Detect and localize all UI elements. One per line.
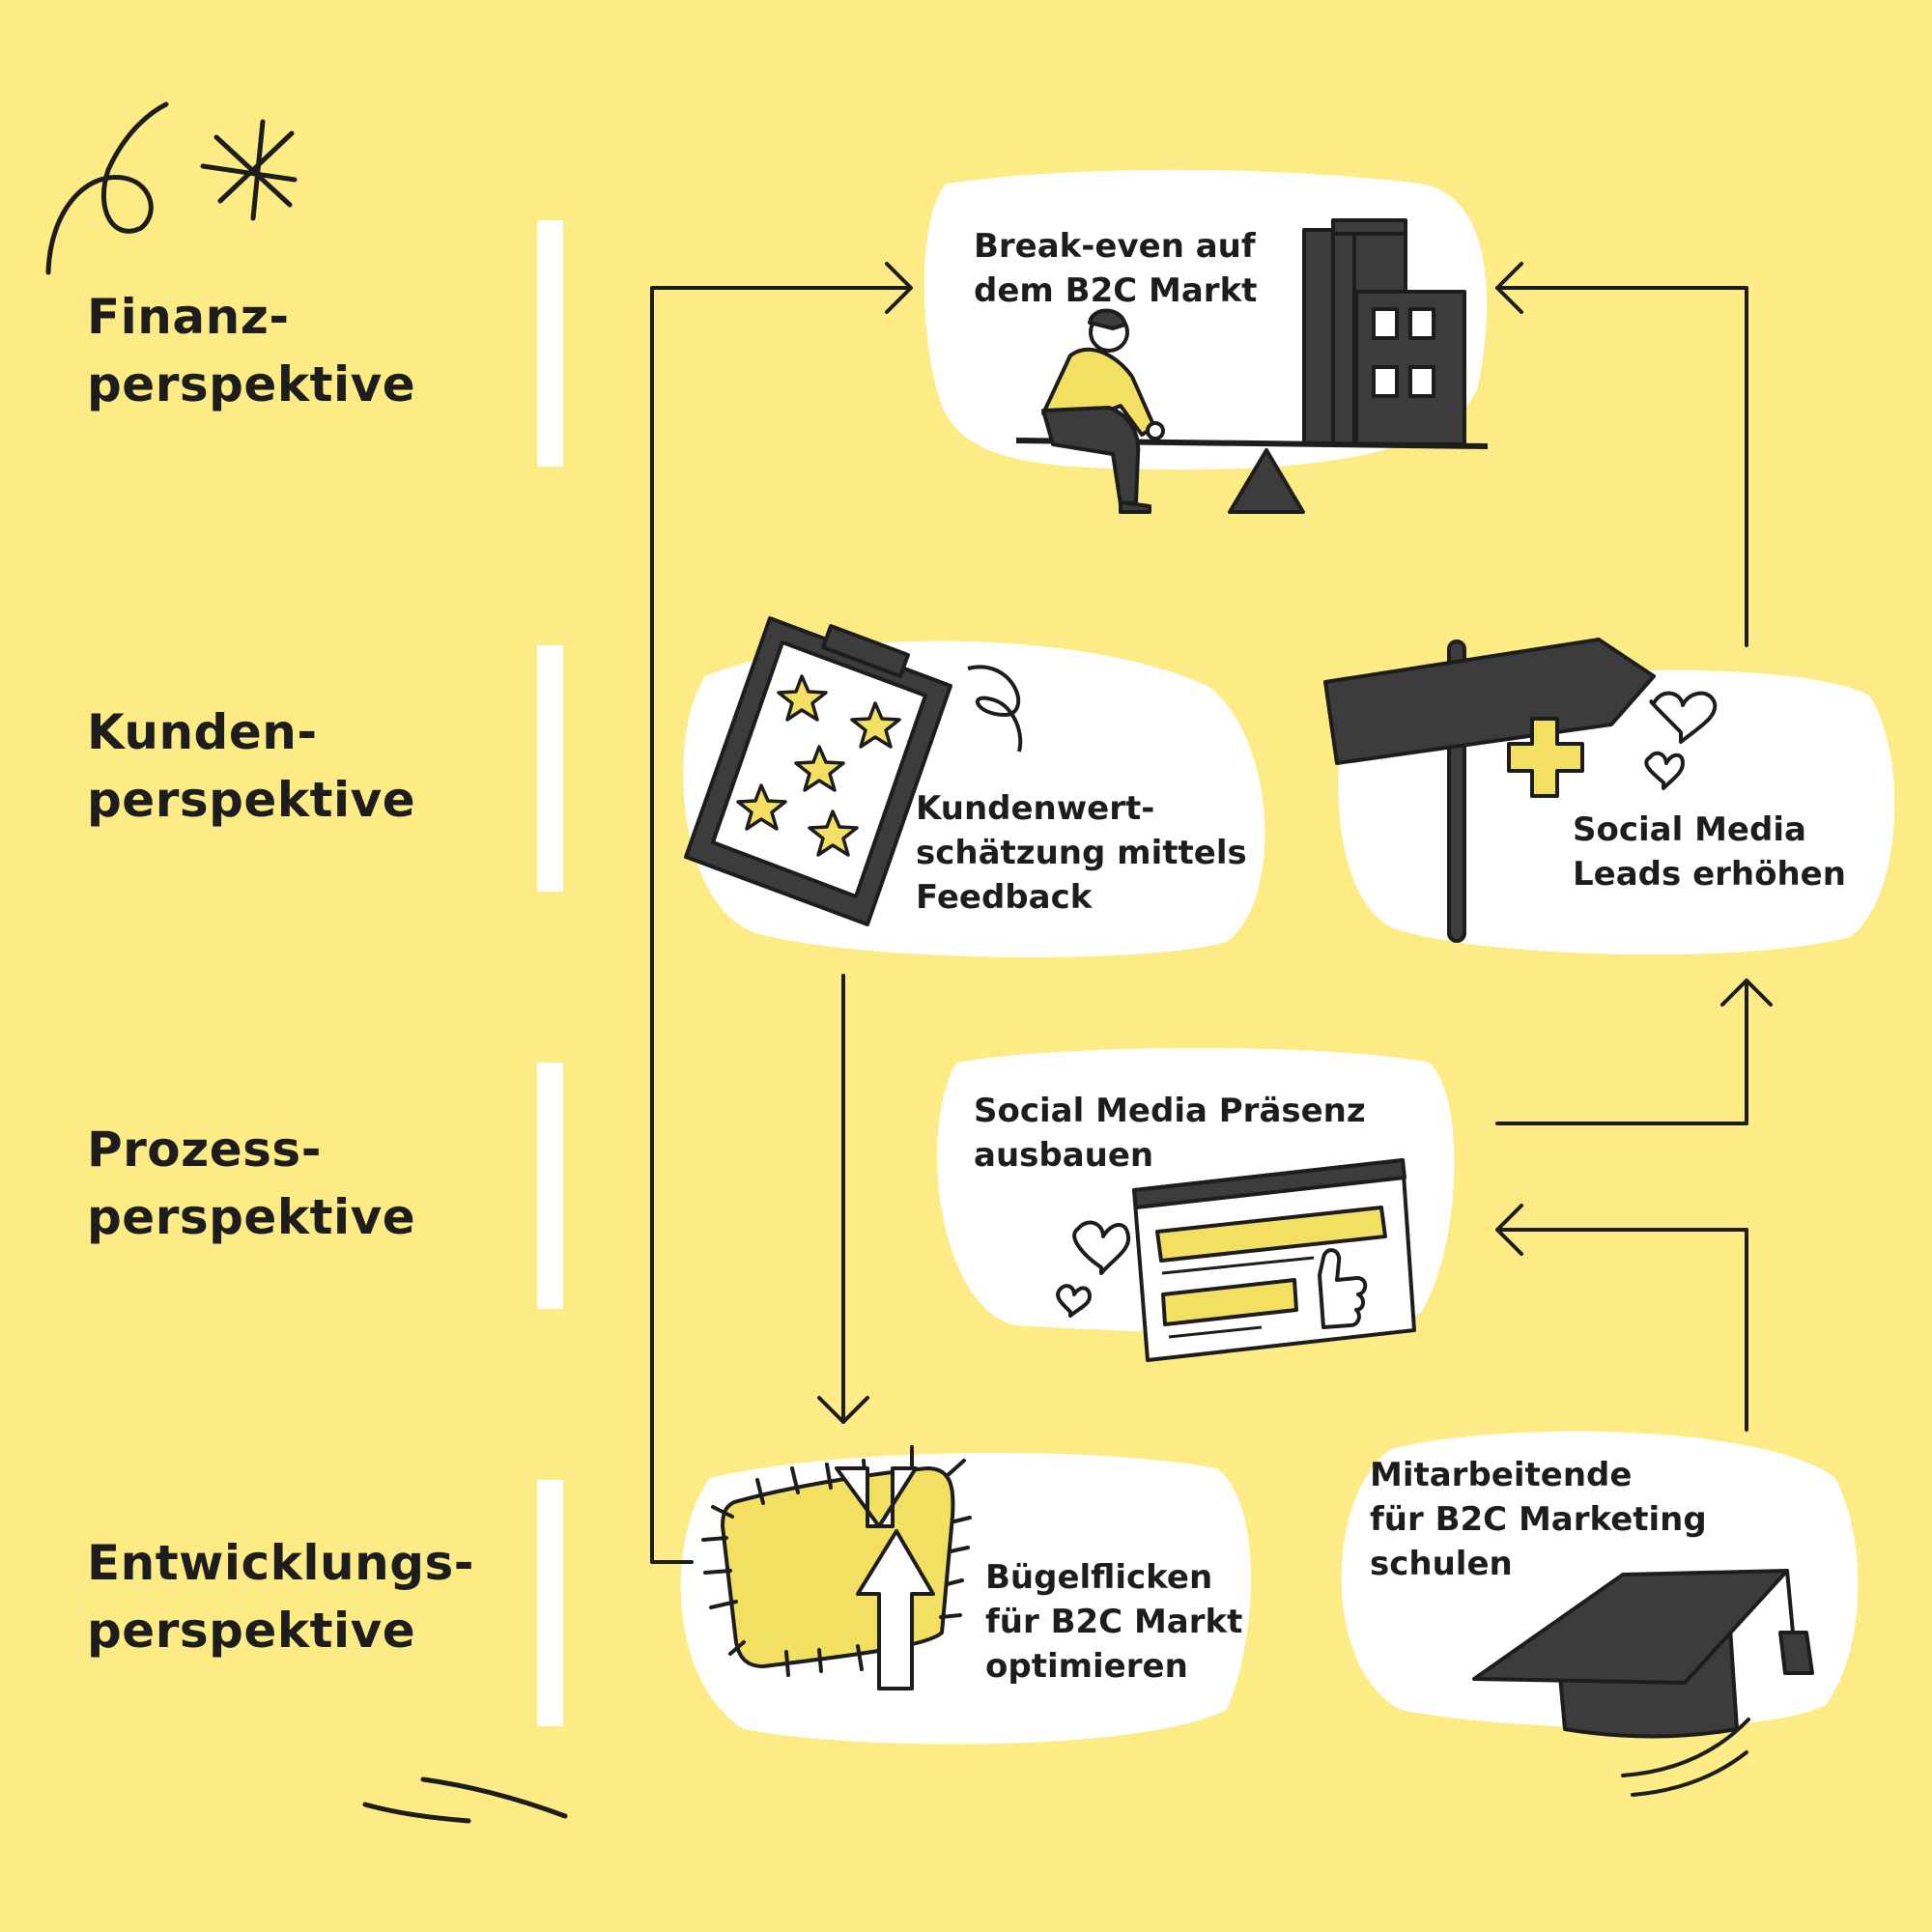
signpost-plus-hearts-icon (1323, 638, 1718, 943)
connectors (650, 262, 1773, 1564)
arrow-mitarbeitende-to-praesenz (1495, 1228, 1748, 1432)
node-break-even: Break-even auf dem B2C Markt (974, 224, 1257, 313)
node-social-leads-line1: Social Media (1573, 810, 1806, 849)
arrowhead-leads-up (1720, 979, 1773, 1007)
node-kundenwert-line2: schätzung mittels (916, 834, 1247, 872)
arrow-buegel-to-break-even (650, 286, 912, 1564)
node-mitarbeitende-line2: für B2C Marketing (1370, 1500, 1707, 1539)
swirl-doodle-icon (45, 101, 169, 275)
divider-bar-finanz (537, 220, 563, 467)
clipboard-stars-icon (684, 616, 1023, 926)
perspective-entwicklung-line2: perspektive (87, 1603, 416, 1659)
perspective-prozess-line1: Prozess- (87, 1122, 322, 1178)
perspective-kunden: Kunden- perspektive (87, 698, 415, 834)
divider-bar-prozess (537, 1063, 563, 1309)
node-break-even-line2: dem B2C Markt (974, 271, 1258, 310)
perspective-entwicklung: Entwicklungs- perspektive (87, 1529, 474, 1664)
perspective-finanz-line2: perspektive (87, 356, 416, 412)
node-buegelflicken-line3: optimieren (985, 1647, 1188, 1686)
arrowhead-praesenz-left (1495, 1204, 1523, 1256)
node-break-even-line1: Break-even auf (974, 227, 1256, 266)
node-buegelflicken-line1: Bügelflicken (985, 1558, 1213, 1597)
perspective-finanz: Finanz- perspektive (87, 283, 415, 418)
perspective-entwicklung-line1: Entwicklungs- (87, 1535, 475, 1591)
node-kundenwert-line3: Feedback (916, 878, 1093, 917)
node-kundenwert-line1: Kundenwert- (916, 789, 1155, 828)
node-social-leads: Social Media Leads erhöhen (1573, 808, 1846, 896)
graduation-cap-icon (1472, 1569, 1814, 1797)
browser-likes-icon (1056, 1158, 1416, 1362)
speed-lines-doodle-icon (362, 1776, 568, 1824)
node-mitarbeitende-line1: Mitarbeitende (1370, 1456, 1633, 1494)
arrowhead-break-even-right (1495, 262, 1523, 314)
divider-bars (537, 220, 563, 1726)
perspective-finanz-line1: Finanz- (87, 289, 290, 345)
node-buegelflicken-line2: für B2C Markt (985, 1603, 1243, 1641)
divider-bar-kunden (537, 645, 563, 892)
perspective-prozess: Prozess- perspektive (87, 1116, 415, 1251)
node-mitarbeitende: Mitarbeitende für B2C Marketing schulen (1370, 1453, 1707, 1586)
divider-bar-entwicklung (537, 1480, 563, 1726)
seesaw-person-building-icon (1015, 218, 1489, 514)
perspective-prozess-line2: perspektive (87, 1189, 416, 1245)
node-social-praesenz-line2: ausbauen (974, 1136, 1154, 1175)
upload-arrow-icon (856, 1529, 935, 1690)
arrowhead-buegel-down (817, 1396, 869, 1424)
node-social-praesenz: Social Media Präsenz ausbauen (974, 1089, 1366, 1178)
node-mitarbeitende-line3: schulen (1370, 1545, 1513, 1583)
perspective-kunden-line1: Kunden- (87, 704, 318, 760)
perspective-kunden-line2: perspektive (87, 772, 416, 828)
arrow-praesenz-to-leads (1495, 979, 1748, 1125)
node-kundenwert: Kundenwert- schätzung mittels Feedback (916, 786, 1247, 920)
arrowhead-break-even-left (885, 262, 913, 314)
arrow-leads-to-break-even (1495, 286, 1748, 647)
node-social-praesenz-line1: Social Media Präsenz (974, 1092, 1366, 1130)
asterisk-doodle-icon (200, 119, 298, 221)
node-buegelflicken: Bügelflicken für B2C Markt optimieren (985, 1555, 1242, 1689)
node-social-leads-line2: Leads erhöhen (1573, 855, 1846, 894)
